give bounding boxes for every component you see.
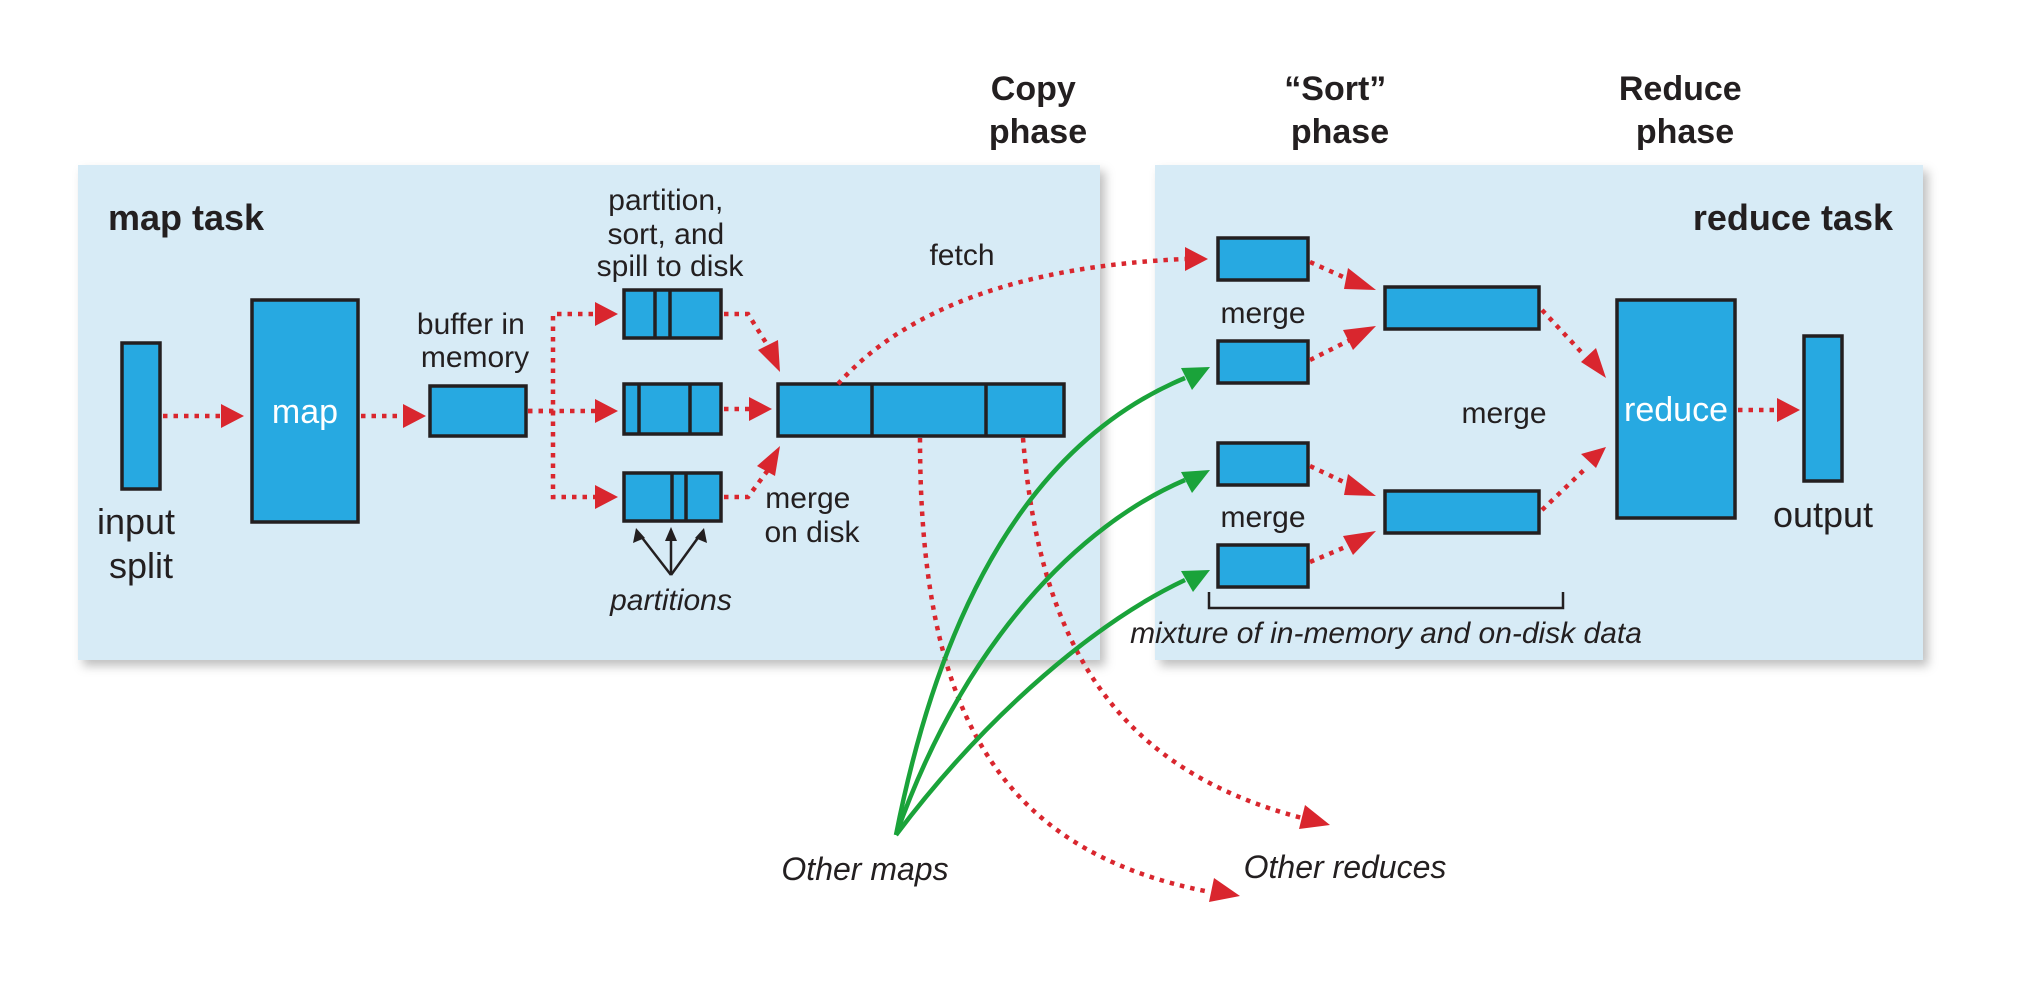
spill-file-2: [622, 382, 723, 436]
mixture-label: mixture of in-memory and on-disk data: [1130, 617, 1642, 650]
other-reduces-label: Other reduces: [1244, 849, 1447, 885]
partition-sort-spill-label: partition, sort, and spill to disk: [597, 184, 745, 283]
partitions-label: partitions: [609, 584, 732, 617]
input-split-label: input split: [97, 501, 185, 586]
copied-segment-1: [1216, 236, 1310, 282]
buffer-in-memory-label: buffer in memory: [417, 308, 533, 374]
reduce-block: [1615, 298, 1737, 520]
other-maps-arrows: [893, 367, 1210, 837]
memory-buffer-block: [428, 384, 528, 438]
other-maps-label: Other maps: [781, 851, 948, 887]
spill-file-3: [622, 471, 723, 523]
reduce-task-title: reduce task: [1693, 197, 1894, 238]
sort-phase-label: “Sort” phase: [1284, 70, 1395, 151]
merge-label-bottom: merge: [1220, 501, 1305, 534]
copied-segment-3: [1216, 441, 1310, 487]
copied-segment-2: [1216, 339, 1310, 385]
map-block: [250, 298, 360, 524]
input-split-block: [120, 341, 162, 491]
dotted-flow-arrows: [163, 247, 1800, 902]
fetch-label: fetch: [929, 239, 994, 272]
mixture-bracket: [1207, 592, 1565, 610]
output-block: [1802, 334, 1844, 483]
merge-label-middle: merge: [1461, 397, 1546, 430]
map-task-title: map task: [108, 197, 265, 238]
merged-segment-upper: [1383, 285, 1541, 331]
merged-segment-lower: [1383, 489, 1541, 535]
merge-label-top: merge: [1220, 297, 1305, 330]
map-block-label: map: [272, 393, 338, 431]
reduce-phase-label: Reduce phase: [1619, 70, 1751, 151]
partitions-pointer-arrows: [633, 527, 707, 576]
spill-file-1: [622, 288, 723, 340]
merged-map-output: [776, 382, 1066, 438]
output-label: output: [1773, 494, 1873, 535]
copied-segment-4: [1216, 543, 1310, 589]
copy-phase-label: Copy phase: [989, 70, 1087, 151]
merge-on-disk-label: merge on disk: [764, 482, 860, 549]
reduce-block-label: reduce: [1624, 391, 1728, 429]
